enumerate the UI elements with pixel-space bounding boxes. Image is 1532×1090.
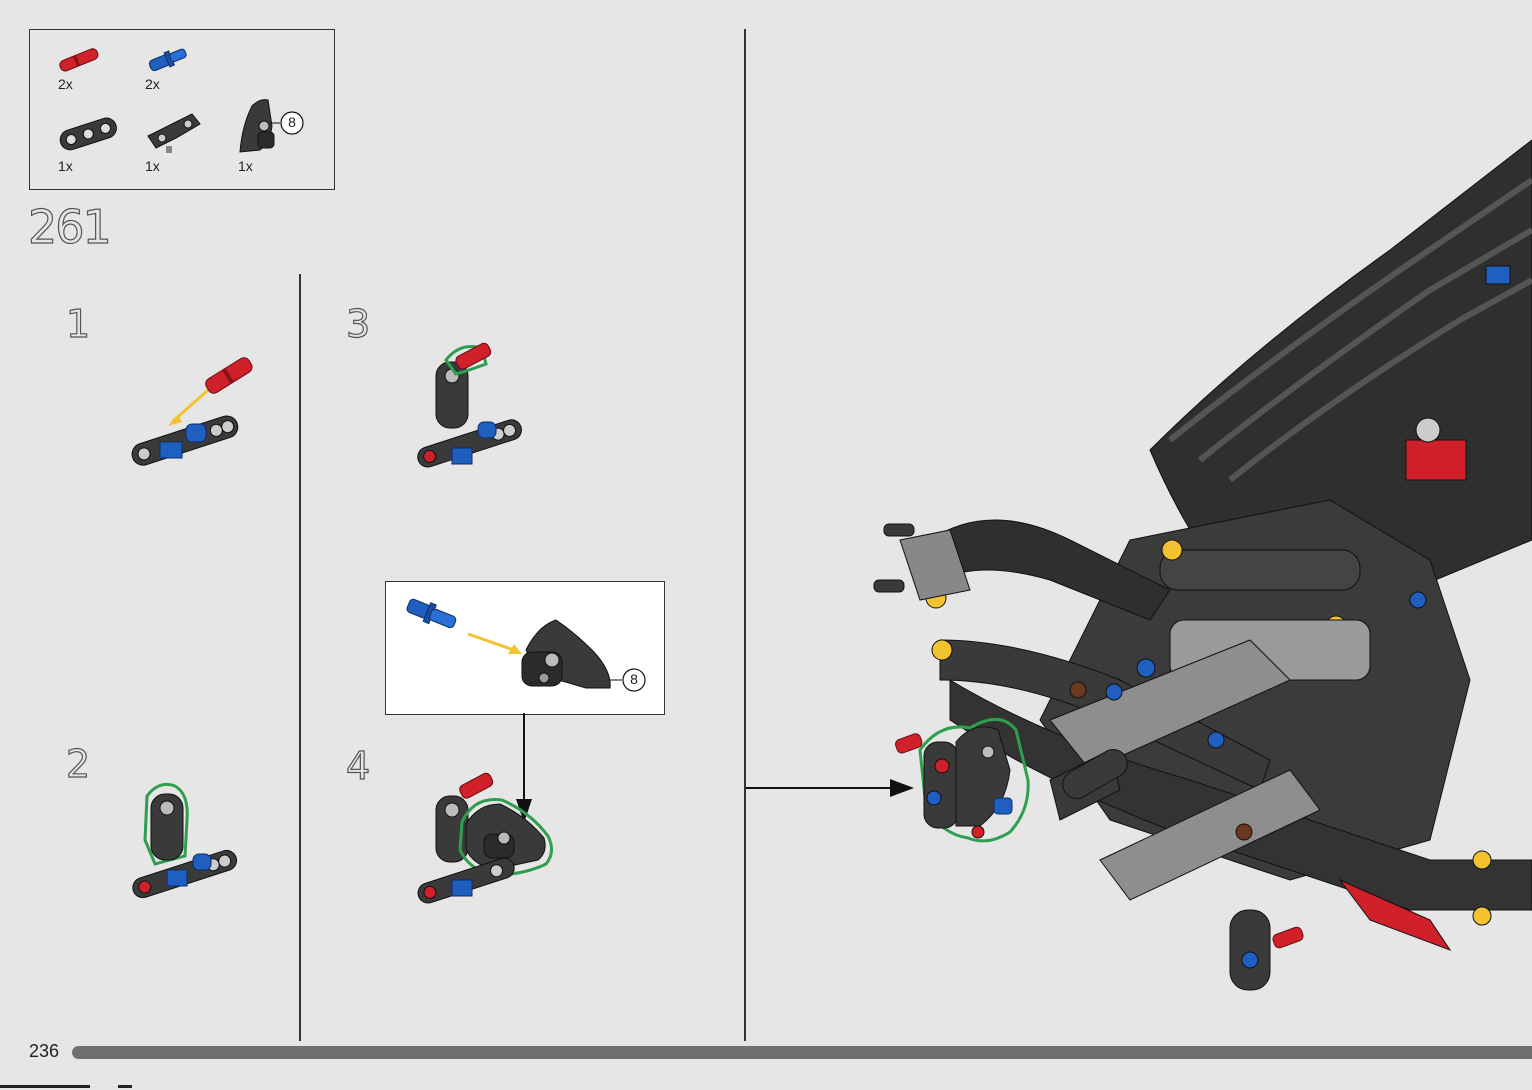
substep-number: 2 (66, 742, 90, 786)
callout-ref-number: 8 (624, 671, 644, 687)
dark-gray-beam-connector-icon (55, 112, 121, 154)
dark-gray-angled-connector-icon (142, 106, 204, 156)
substep-divider (299, 274, 301, 1041)
substep-number: 4 (346, 744, 370, 788)
substep-3-illustration (408, 340, 538, 480)
part-qty: 2x (145, 76, 160, 92)
substep-4-illustration (408, 772, 568, 902)
part-qty: 1x (145, 158, 160, 174)
subassembly-ref-number: 8 (282, 114, 302, 130)
substep-number: 3 (346, 302, 370, 346)
substep-2-illustration (125, 780, 255, 900)
red-axle-pin-icon (55, 46, 105, 74)
page-divider (744, 29, 746, 1041)
substep-number: 1 (66, 302, 90, 346)
part-qty: 1x (238, 158, 253, 174)
blue-axle-pin-icon (143, 46, 193, 74)
step-number: 261 (28, 200, 110, 254)
footer-tick (0, 1085, 90, 1088)
callout-illustration (398, 594, 658, 704)
part-qty: 1x (58, 158, 73, 174)
main-model-illustration (870, 120, 1532, 1020)
substep-1-illustration (120, 350, 260, 480)
part-qty: 2x (58, 76, 73, 92)
footer-tick (118, 1085, 132, 1088)
page-number: 236 (29, 1041, 59, 1062)
progress-bar (72, 1046, 1532, 1059)
